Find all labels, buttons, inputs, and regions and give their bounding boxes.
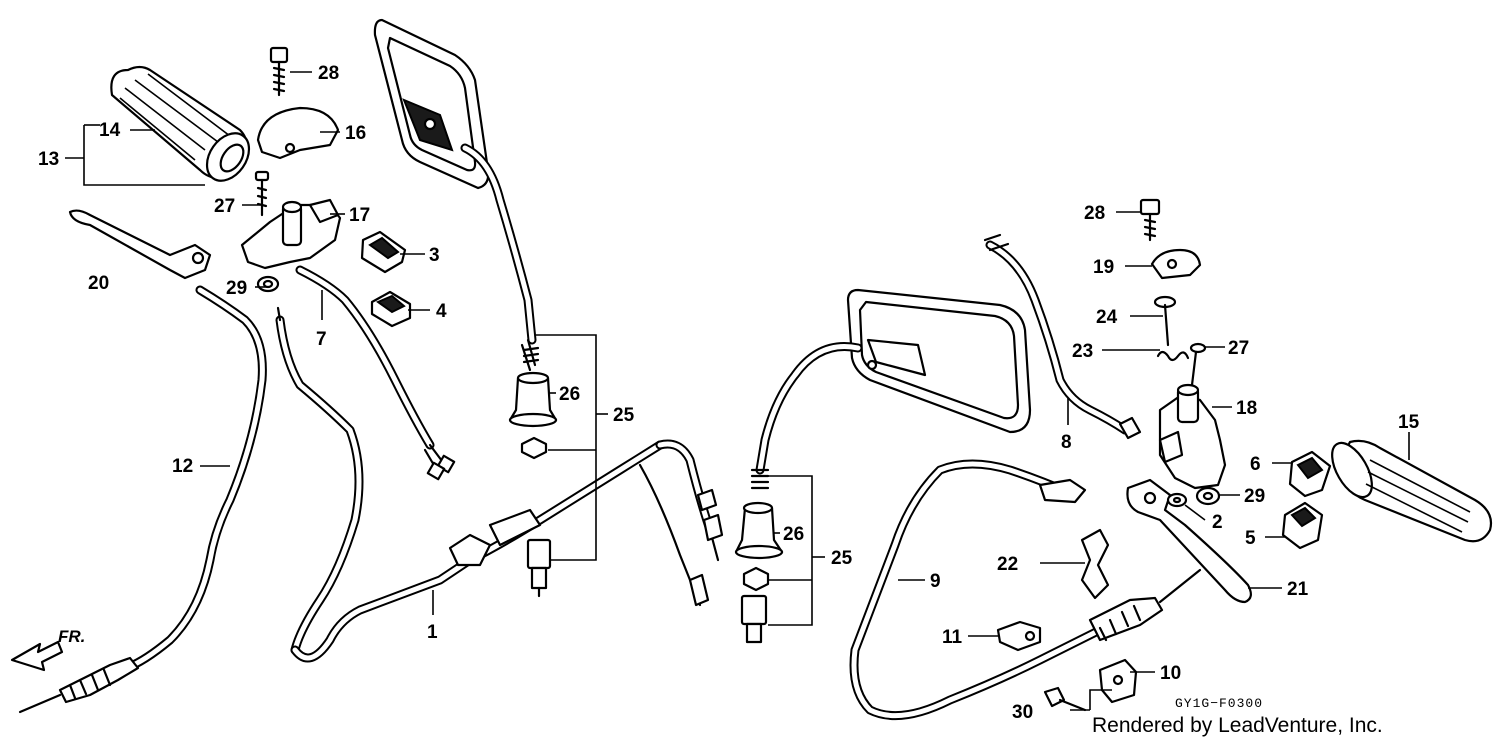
- bolt: [1043, 686, 1087, 712]
- cable: [638, 439, 724, 607]
- callout: 6: [1250, 454, 1261, 475]
- credit-text: Rendered by LeadVenture, Inc.: [1092, 714, 1383, 737]
- screw: [269, 46, 289, 97]
- callout: 8: [1061, 432, 1072, 453]
- switch-wire: [983, 233, 1142, 440]
- callout: 30: [1012, 702, 1033, 723]
- leader-lines: [65, 71, 1410, 711]
- callout: 16: [345, 123, 366, 144]
- callout: 12: [172, 456, 193, 477]
- nut: [742, 566, 770, 592]
- cable-clip: [996, 620, 1042, 652]
- drawing-code: GY1G−F0300: [1175, 696, 1263, 711]
- left-grip: [110, 65, 251, 182]
- adapter-bolt: [526, 538, 552, 598]
- callout: 28: [318, 63, 339, 84]
- cable: [290, 440, 665, 663]
- switch-unit: [1281, 501, 1324, 550]
- callout: 14: [99, 120, 121, 141]
- callout: 28: [1084, 203, 1105, 224]
- bolt: [1153, 295, 1177, 347]
- cable: [18, 285, 267, 714]
- callout: 18: [1236, 398, 1257, 419]
- callout: 24: [1096, 307, 1118, 328]
- screw: [254, 170, 270, 217]
- callout: 19: [1093, 257, 1114, 278]
- holder-clamp: [1150, 248, 1202, 280]
- front-direction-arrow: FR.: [10, 627, 85, 672]
- cable-guide: [1080, 528, 1110, 600]
- callout: 27: [1228, 338, 1249, 359]
- callout: 21: [1287, 579, 1309, 600]
- screw: [1189, 342, 1207, 387]
- mounting-plate: [1098, 658, 1138, 704]
- callout: 27: [214, 196, 235, 217]
- callout: 3: [429, 245, 440, 266]
- callout: 11: [942, 627, 963, 648]
- switch-wire-harness: [295, 265, 456, 481]
- right-mirror: [750, 288, 1032, 490]
- nut: [1195, 486, 1221, 506]
- callout: 10: [1160, 663, 1181, 684]
- mirror-adapter: [508, 371, 558, 428]
- callout: 13: [38, 149, 59, 170]
- callout: 29: [226, 278, 247, 299]
- adapter-bolt: [740, 594, 768, 644]
- callout: 20: [88, 273, 109, 294]
- callout: 26: [559, 384, 580, 405]
- callout: 9: [930, 571, 941, 592]
- callout: 15: [1398, 412, 1420, 433]
- callout: 4: [436, 301, 447, 322]
- callout: 26: [783, 524, 804, 545]
- callout-labels: 28 14 16 13 27 17 3 20 29 4 7 26 25 12 1…: [38, 63, 1420, 723]
- callout: 25: [831, 548, 853, 569]
- switch-housing-cover: [256, 106, 340, 160]
- callout: 22: [997, 554, 1018, 575]
- switch-unit: [360, 230, 407, 274]
- pivot-bolt: [1166, 492, 1188, 508]
- lever-holder: [1158, 383, 1227, 490]
- callout: 25: [613, 405, 635, 426]
- lever-bracket: [240, 198, 342, 270]
- callout: 1: [427, 622, 438, 643]
- mirror-adapter: [734, 501, 784, 560]
- callout: 23: [1072, 341, 1093, 362]
- cable: [849, 459, 1202, 721]
- cable: [275, 306, 364, 655]
- callout: 7: [316, 329, 327, 350]
- left-mirror: [373, 18, 540, 372]
- screw: [1139, 198, 1161, 242]
- callout: 5: [1245, 528, 1256, 549]
- right-grip: [1331, 439, 1493, 543]
- callout: 29: [1244, 486, 1265, 507]
- switch-unit: [1288, 450, 1332, 498]
- spring: [1156, 350, 1190, 362]
- clutch-lever: [68, 209, 212, 280]
- direction-label: FR.: [58, 627, 85, 646]
- callout: 2: [1212, 512, 1223, 533]
- brake-lever: [1126, 478, 1252, 604]
- nut: [520, 436, 548, 460]
- nut: [256, 275, 280, 293]
- callout: 17: [349, 205, 370, 226]
- switch-unit: [370, 290, 412, 328]
